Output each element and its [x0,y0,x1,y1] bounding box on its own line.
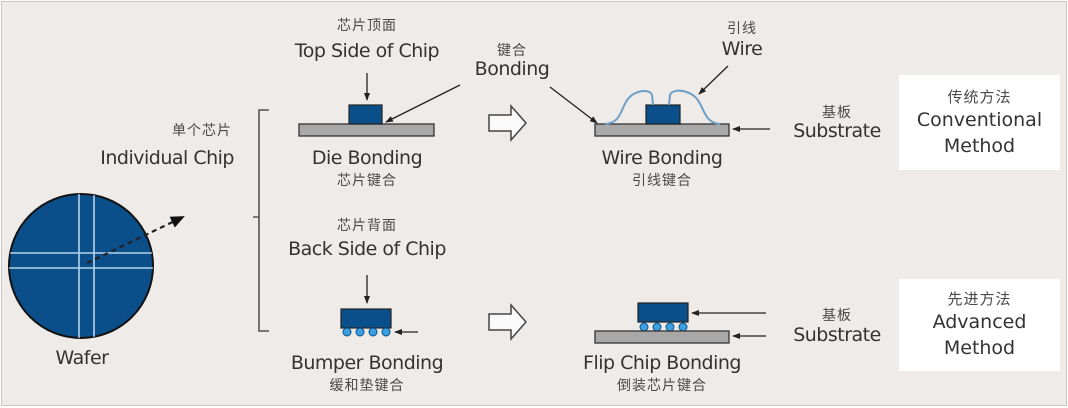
conventional-method-line1: Conventional [916,108,1043,131]
wire-callout-zh: 引线 [727,21,757,37]
individual-chip-label-zh: 单个芯片 [172,123,232,139]
hollow-arrow-bottom [488,303,528,341]
die-bonding-label-zh: 芯片键合 [337,173,397,189]
top-side-label-en: Top Side of Chip [294,40,440,62]
wafer-icon [8,193,154,339]
individual-chip-label-en: Individual Chip [100,147,234,169]
top-side-label-zh: 芯片顶面 [337,18,397,34]
back-side-label-en: Back Side of Chip [288,238,446,260]
conventional-method-box: 传统方法 Conventional Method [899,75,1060,170]
conventional-method-line2: Method [943,134,1016,157]
bracket [253,109,269,332]
flip-chip-bonding-illustration [594,302,766,344]
substrate-bottom-label-zh: 基板 [822,308,852,324]
bumper-bonding-label-en: Bumper Bonding [290,352,444,374]
advanced-method-zh: 先进方法 [947,290,1012,308]
bumper-bonding-label-zh: 缓和垫键合 [329,378,405,394]
die-bonding-label-en: Die Bonding [311,147,423,169]
flip-chip-bonding-label-en: Flip Chip Bonding [583,352,741,374]
advanced-method-line1: Advanced [932,311,1027,333]
substrate-top-label-zh: 基板 [822,105,852,121]
advanced-method-box: 先进方法 Advanced Method [899,279,1060,371]
substrate-top-label-en: Substrate [793,120,881,142]
die-bonding-illustration [298,73,461,137]
hollow-arrow-top [488,104,528,142]
back-side-label-zh: 芯片背面 [337,218,397,234]
bonding-callout-en: Bonding [474,58,550,80]
wire-callout-en: Wire [721,38,763,60]
wire-bonding-label-en: Wire Bonding [601,147,723,169]
wire-bonding-illustration [549,65,770,137]
bonding-callout-zh: 键合 [497,43,527,59]
advanced-method-line2: Method [943,337,1016,359]
wafer-label: Wafer [55,347,109,369]
bumper-bonding-illustration [340,275,418,337]
substrate-bottom-label-en: Substrate [793,324,881,346]
conventional-method-zh: 传统方法 [947,87,1012,106]
wire-bonding-label-zh: 引线键合 [632,173,692,189]
flip-chip-bonding-label-zh: 倒装芯片键合 [617,378,707,394]
